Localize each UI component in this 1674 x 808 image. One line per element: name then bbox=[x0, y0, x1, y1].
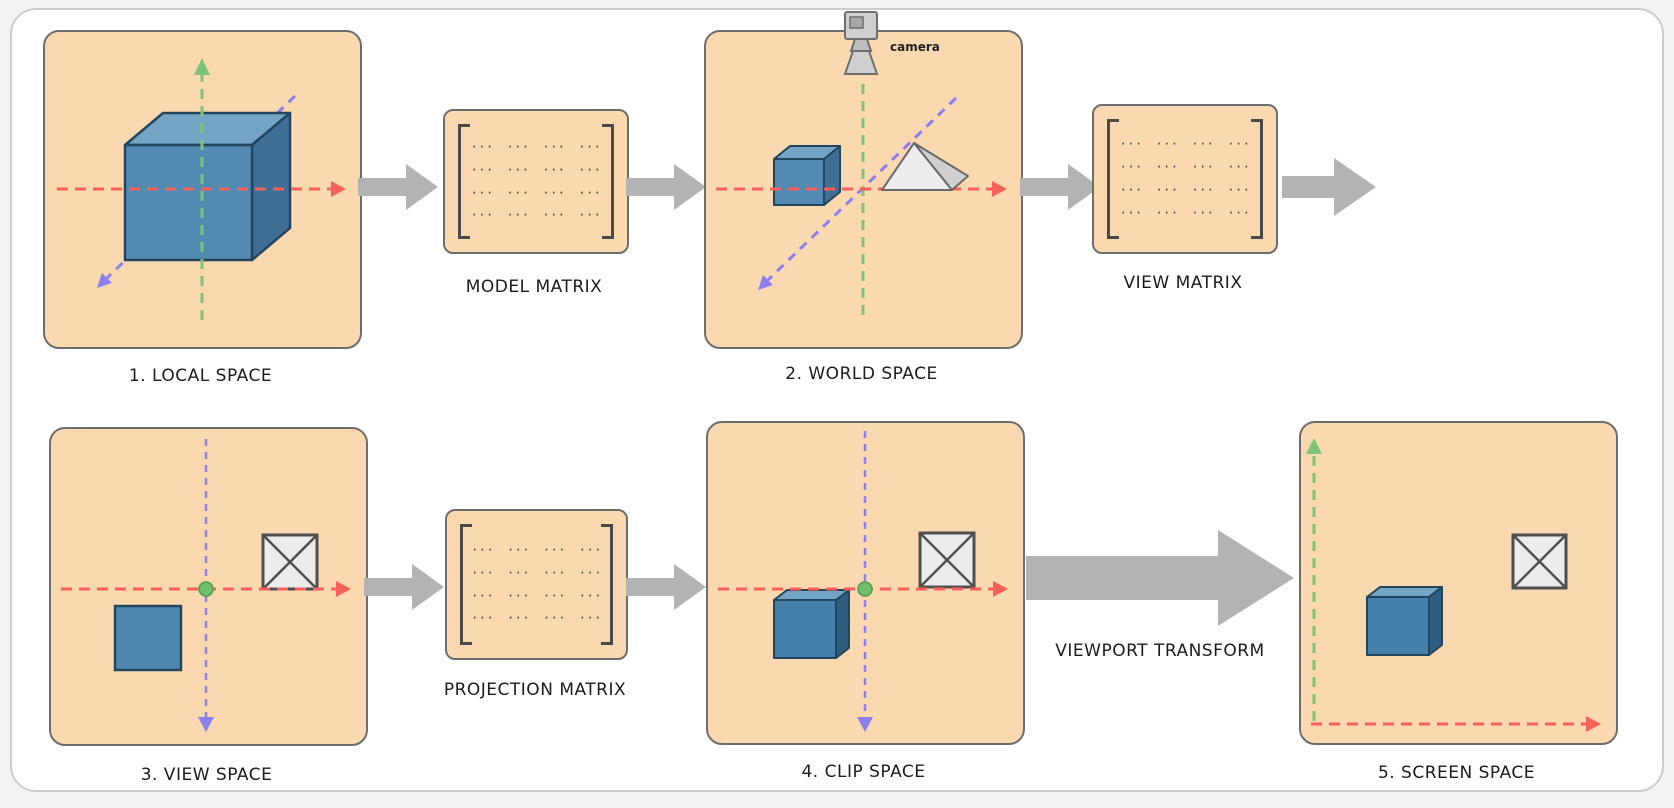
square-object bbox=[113, 604, 183, 672]
x-axis-line bbox=[61, 581, 351, 597]
matrix-bracket-right bbox=[1251, 119, 1263, 239]
crossed-box-icon bbox=[261, 533, 319, 591]
view-space-graphic bbox=[61, 439, 351, 732]
crossed-box-icon bbox=[918, 531, 976, 589]
flow-arrow bbox=[1282, 158, 1376, 216]
flow-arrow bbox=[364, 564, 444, 610]
viewport-transform-arrow bbox=[1026, 530, 1294, 626]
panel-world-space bbox=[704, 30, 1023, 349]
local-space-graphic bbox=[57, 58, 346, 320]
view-matrix-box: ··· ··· ··· ··· ··· ··· ··· ··· ··· ··· … bbox=[1092, 104, 1278, 254]
matrix-bracket-left bbox=[458, 124, 470, 239]
origin-point bbox=[857, 581, 873, 597]
x-axis-line bbox=[716, 181, 1007, 197]
panel-local-space bbox=[43, 30, 362, 349]
matrix-label-projection: PROJECTION MATRIX bbox=[443, 680, 627, 700]
camera-icon bbox=[838, 10, 884, 84]
y-axis-line bbox=[857, 431, 873, 732]
stage-label-screen-space: 5. SCREEN SPACE bbox=[1377, 763, 1536, 783]
cube-object bbox=[773, 145, 841, 206]
panel-clip-space bbox=[706, 421, 1025, 745]
x-axis-line bbox=[57, 181, 346, 197]
flow-arrow bbox=[1020, 164, 1100, 210]
screen-space-graphic bbox=[1306, 438, 1601, 732]
matrix-bracket-right bbox=[602, 124, 614, 239]
matrix-bracket-left bbox=[460, 524, 472, 645]
pyramid-object bbox=[881, 142, 969, 191]
stage-label-local-space: 1. LOCAL SPACE bbox=[128, 366, 273, 386]
clip-space-graphic bbox=[718, 431, 1008, 732]
origin-point bbox=[198, 581, 214, 597]
matrix-label-model: MODEL MATRIX bbox=[465, 277, 603, 297]
matrix-values: ··· ··· ··· ··· ··· ··· ··· ··· ··· ··· … bbox=[470, 139, 602, 223]
flow-arrow bbox=[626, 564, 706, 610]
x-axis-line bbox=[1311, 716, 1601, 732]
flow-arrow bbox=[626, 164, 706, 210]
matrix-label-view: VIEW MATRIX bbox=[1123, 273, 1243, 293]
cube-object bbox=[123, 111, 292, 262]
cube-object bbox=[773, 589, 850, 659]
stage-label-clip-space: 4. CLIP SPACE bbox=[801, 762, 926, 782]
viewport-transform-label: VIEWPORT TRANSFORM bbox=[1055, 641, 1265, 661]
stage-label-world-space: 2. WORLD SPACE bbox=[785, 364, 938, 384]
panel-screen-space bbox=[1299, 421, 1618, 745]
y-axis-line bbox=[194, 58, 210, 320]
cube-object bbox=[1366, 586, 1443, 656]
x-axis-line bbox=[718, 581, 1008, 597]
matrix-bracket-right bbox=[601, 524, 613, 645]
matrix-values: ··· ··· ··· ··· ··· ··· ··· ··· ··· ··· … bbox=[1119, 137, 1251, 220]
world-space-graphic bbox=[716, 84, 1007, 315]
camera-label: camera bbox=[890, 40, 940, 54]
model-matrix-box: ··· ··· ··· ··· ··· ··· ··· ··· ··· ··· … bbox=[443, 109, 629, 254]
flow-arrow bbox=[358, 164, 438, 210]
stage-label-view-space: 3. VIEW SPACE bbox=[140, 765, 273, 785]
matrix-values: ··· ··· ··· ··· ··· ··· ··· ··· ··· ··· … bbox=[471, 542, 602, 626]
projection-matrix-box: ··· ··· ··· ··· ··· ··· ··· ··· ··· ··· … bbox=[445, 509, 628, 660]
y-axis-line bbox=[198, 439, 214, 732]
panel-view-space bbox=[49, 427, 368, 746]
y-axis-line bbox=[1306, 438, 1322, 721]
matrix-bracket-left bbox=[1107, 119, 1119, 239]
crossed-box-icon bbox=[1511, 533, 1568, 590]
